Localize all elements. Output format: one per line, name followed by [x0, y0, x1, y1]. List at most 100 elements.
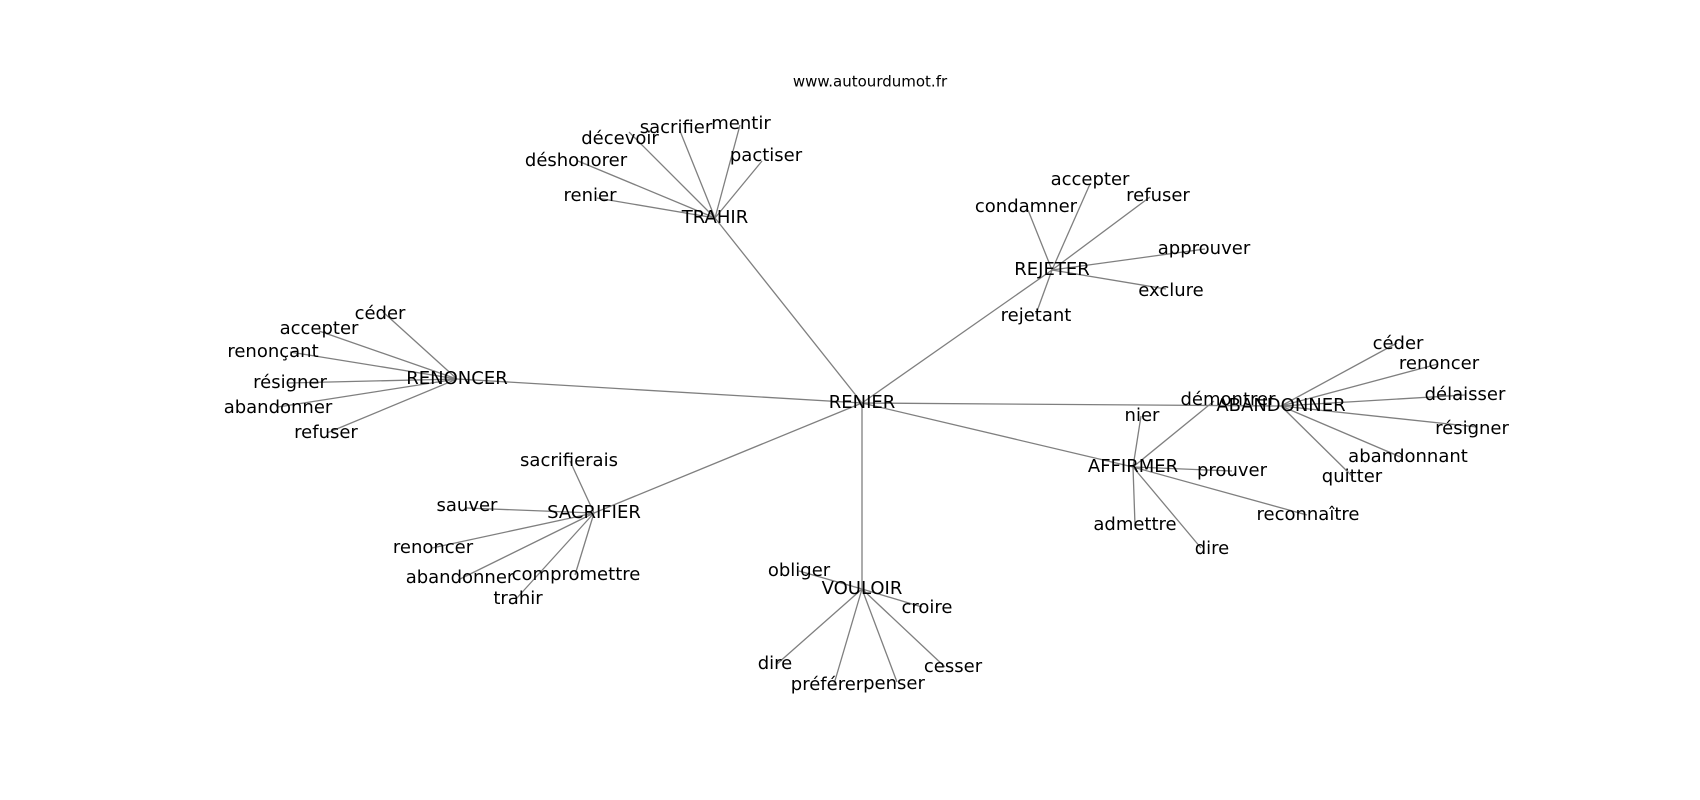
edge-trahir-to-sacrifier	[679, 130, 716, 219]
leaf-node: nier	[1125, 405, 1160, 426]
leaf-node: renonçant	[227, 341, 318, 362]
edge-sacrifier-to-renoncer	[431, 512, 595, 549]
leaf-node: croire	[902, 597, 953, 618]
edge-renoncer-to-céder	[382, 311, 458, 380]
leaf-node: refuser	[294, 422, 358, 443]
edge-affirmer-to-reconnaître	[1132, 466, 1308, 516]
leaf-node: abandonner	[406, 567, 515, 588]
leaf-node: abandonner	[224, 397, 333, 418]
edge-renoncer-to-résigner	[287, 378, 458, 384]
leaf-node: accepter	[1051, 169, 1130, 190]
edge-trahir-to-déshonorer	[577, 160, 716, 219]
edge-vouloir-to-cesser	[861, 588, 946, 668]
leaf-node: résigner	[253, 372, 327, 393]
leaf-node: abandonnant	[1348, 446, 1468, 467]
edge-sacrifier-to-sacrifierais	[569, 460, 595, 514]
edge-renoncer-to-abandonner	[277, 378, 458, 408]
leaf-node: sauver	[437, 495, 499, 516]
source-url: www.autourdumot.fr	[793, 73, 948, 91]
leaf-node: approuver	[1158, 238, 1251, 259]
edge-vouloir-to-obliger	[798, 570, 863, 590]
hub-node-trahir: TRAHIR	[681, 207, 748, 228]
edge-affirmer-to-démontrer	[1132, 400, 1215, 468]
leaf-node: sacrifier	[640, 117, 713, 138]
edge-center-to-abandonner	[861, 402, 1282, 407]
edge-trahir-to-mentir	[714, 124, 741, 219]
edge-affirmer-to-nier	[1132, 415, 1142, 468]
leaf-node: admettre	[1093, 514, 1176, 535]
hub-node-renoncer: RENONCER	[406, 368, 507, 389]
edge-rejeter-to-refuser	[1051, 196, 1151, 271]
leaf-node: sacrifierais	[520, 450, 618, 471]
edge-center-to-renoncer	[456, 378, 863, 404]
edge-sacrifier-to-sauver	[465, 507, 595, 514]
leaf-node: déshonorer	[525, 150, 628, 171]
edge-trahir-to-pactiser	[714, 160, 763, 219]
edge-center-to-rejeter	[861, 269, 1053, 404]
edge-vouloir-to-dire	[776, 588, 863, 665]
edge-abandonner-to-quitter	[1280, 405, 1354, 478]
edge-renoncer-to-renonçant	[289, 351, 458, 380]
edge-rejeter-to-approuver	[1051, 248, 1206, 271]
center-node: RENIER	[829, 392, 896, 413]
leaf-node: penser	[863, 673, 925, 694]
leaf-node: condamner	[975, 196, 1078, 217]
edge-abandonner-to-résigner	[1280, 405, 1478, 428]
leaf-node: céder	[355, 303, 406, 324]
edge-rejeter-to-rejetant	[1035, 269, 1053, 315]
edge-trahir-to-renier	[596, 197, 716, 219]
edge-rejeter-to-condamner	[1027, 209, 1053, 271]
edge-sacrifier-to-abandonner	[457, 512, 595, 581]
leaf-node: mentir	[711, 113, 771, 134]
edge-center-to-affirmer	[861, 402, 1134, 468]
edge-vouloir-to-préférer	[833, 588, 863, 685]
edge-affirmer-to-prouver	[1132, 466, 1233, 472]
leaf-node: dire	[758, 653, 793, 674]
leaf-node: obliger	[768, 560, 831, 581]
leaf-node: trahir	[493, 588, 543, 609]
edge-vouloir-to-penser	[861, 588, 898, 683]
leaf-node: refuser	[1126, 185, 1190, 206]
hub-node-abandonner: ABANDONNER	[1216, 395, 1345, 416]
edge-trahir-to-décevoir	[628, 131, 716, 219]
edge-abandonner-to-abandonnant	[1280, 405, 1404, 459]
leaf-node: céder	[1373, 333, 1424, 354]
leaf-node: renoncer	[393, 537, 474, 558]
leaf-node: renier	[564, 185, 618, 206]
leaf-node: compromettre	[512, 564, 641, 585]
leaf-node: préférer	[791, 674, 864, 695]
leaf-node: rejetant	[1001, 305, 1072, 326]
leaf-node: quitter	[1322, 466, 1383, 487]
edge-sacrifier-to-trahir	[515, 512, 595, 600]
leaf-node: accepter	[280, 318, 359, 339]
edge-rejeter-to-exclure	[1051, 269, 1167, 290]
edge-renoncer-to-accepter	[318, 330, 458, 380]
edge-center-to-sacrifier	[593, 402, 863, 514]
edge-vouloir-to-croire	[861, 588, 923, 608]
edge-sacrifier-to-compromettre	[574, 512, 595, 576]
leaf-node: cesser	[924, 656, 983, 677]
leaf-node: décevoir	[581, 128, 659, 149]
edges-layer	[277, 124, 1478, 685]
edge-rejeter-to-accepter	[1051, 183, 1091, 271]
leaf-node: démontrer	[1181, 389, 1277, 410]
hub-node-vouloir: VOULOIR	[822, 578, 903, 599]
leaf-node: délaisser	[1425, 384, 1506, 405]
leaf-node: pactiser	[730, 145, 803, 166]
leaf-node: exclure	[1138, 280, 1203, 301]
hub-node-sacrifier: SACRIFIER	[547, 502, 641, 523]
edge-center-to-trahir	[714, 217, 863, 404]
edge-abandonner-to-délaisser	[1280, 394, 1466, 407]
edge-abandonner-to-renoncer	[1280, 363, 1439, 407]
edge-affirmer-to-dire	[1132, 466, 1202, 549]
leaf-node: reconnaître	[1257, 504, 1360, 525]
edge-abandonner-to-céder	[1280, 342, 1398, 407]
leaf-node: renoncer	[1399, 353, 1480, 374]
leaf-node: dire	[1195, 538, 1230, 559]
leaf-node: résigner	[1435, 418, 1509, 439]
edge-renoncer-to-refuser	[326, 378, 458, 434]
hub-node-affirmer: AFFIRMER	[1088, 456, 1178, 477]
